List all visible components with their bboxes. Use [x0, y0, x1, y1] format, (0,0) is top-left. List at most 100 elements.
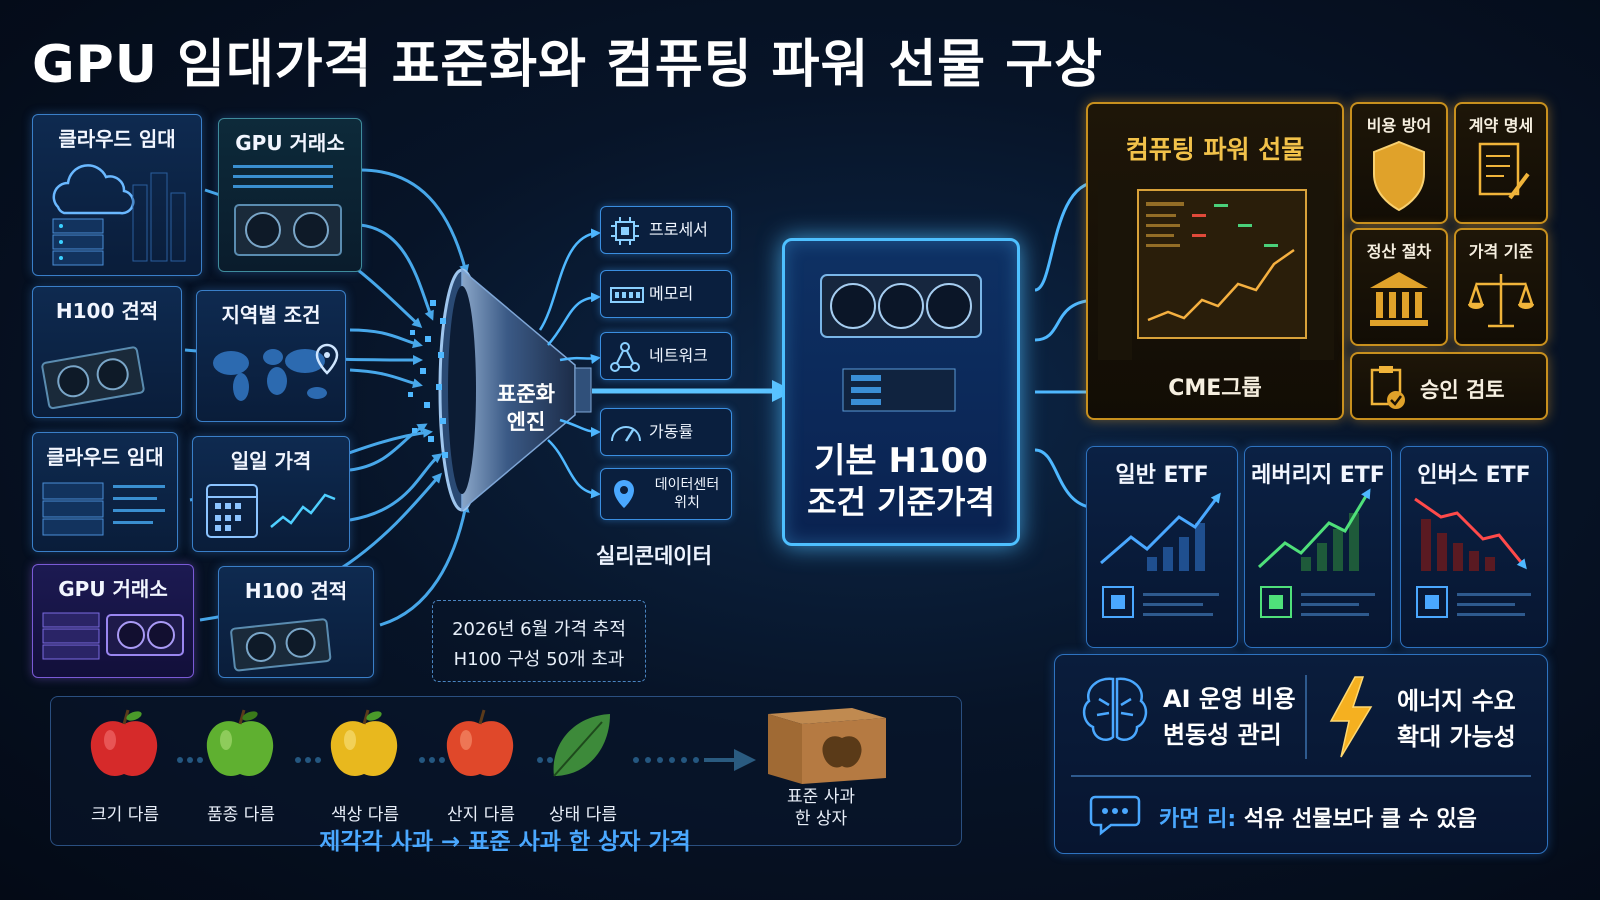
analogy-caption: 제각각 사과 → 표준 사과 한 상자 가격	[319, 829, 691, 855]
source-label: GPU 거래소	[58, 577, 168, 601]
energy-line2: 확대 가능성	[1397, 723, 1516, 751]
etf-standard: 일반 ETF	[1086, 446, 1238, 648]
gauge-icon	[611, 426, 641, 442]
apple-label: 색상 다름	[331, 805, 399, 825]
factors-caption: 실리콘데이터	[596, 544, 712, 568]
ai-line2: 변동성 관리	[1163, 721, 1282, 749]
factor-label: 네트워크	[649, 346, 708, 365]
apple-label: 산지 다름	[447, 805, 515, 825]
box-line2: 한 상자	[794, 809, 848, 829]
source-label: 클라우드 임대	[58, 127, 176, 151]
source-gpu-exchange-1: GPU 거래소	[218, 118, 362, 272]
engine-line2: 엔진	[506, 410, 546, 434]
feature-price-reference: 가격 기준	[1454, 228, 1548, 346]
yellow-apple-icon	[330, 709, 398, 776]
tracking-note: 2026년 6월 가격 추적 H100 구성 50개 초과	[432, 600, 646, 682]
trading-screen-icon	[1098, 180, 1334, 360]
apple-label: 품종 다름	[207, 805, 275, 825]
source-h100-quote-2: H100 견적	[218, 566, 374, 678]
feature-label: 정산 절차	[1366, 242, 1432, 261]
source-label: H100 견적	[55, 299, 159, 323]
source-gpu-exchange-2: GPU 거래소	[32, 564, 194, 678]
network-icon	[610, 342, 640, 372]
note-line2: H100 구성 50개 초과	[453, 649, 625, 670]
gpu-server-icon	[42, 612, 184, 660]
world-map-pin-icon	[213, 343, 339, 401]
divider	[1071, 775, 1531, 777]
factor-network: 네트워크	[600, 332, 732, 380]
source-cloud-rental-1: 클라우드 임대	[32, 114, 202, 276]
calendar-chart-icon	[206, 484, 336, 538]
feature-contract-spec: 계약 명세	[1454, 102, 1548, 224]
scales-icon	[1468, 274, 1534, 328]
benchmark-line1: 기본 H100	[814, 441, 988, 481]
etf-inverse: 인버스 ETF	[1400, 446, 1548, 648]
source-daily-price: 일일 가격	[192, 436, 350, 552]
source-label: GPU 거래소	[235, 131, 345, 155]
quote-text: 카먼 리: 석유 선물보다 클 수 있음	[1159, 801, 1477, 833]
energy-text: 에너지 수요 확대 가능성	[1397, 683, 1516, 755]
divider	[1305, 675, 1307, 759]
energy-line1: 에너지 수요	[1397, 687, 1516, 715]
chat-bubble-icon	[1089, 795, 1141, 836]
apple-label: 크기 다름	[91, 805, 159, 825]
factor-datacenter-location: 데이터센터 위치	[600, 468, 732, 520]
brain-icon	[1082, 677, 1148, 741]
source-label: H100 견적	[244, 579, 348, 603]
box-line1: 표준 사과	[787, 787, 855, 807]
benchmark-line2: 조건 기준가격	[807, 483, 995, 521]
ai-line1: AI 운영 비용	[1163, 685, 1296, 713]
green-apple-icon	[206, 709, 274, 776]
etf-label: 일반 ETF	[1115, 463, 1209, 488]
factor-processor: 프로세서	[600, 206, 732, 254]
strong-uptrend-chart-icon	[1257, 488, 1375, 618]
source-label: 지역별 조건	[221, 303, 321, 327]
etf-label: 인버스 ETF	[1417, 463, 1531, 488]
feature-settlement: 정산 절차	[1350, 228, 1448, 346]
factor-label: 가동률	[649, 422, 694, 441]
location-pin-icon	[614, 480, 634, 508]
apple-box-label: 표준 사과 한 상자	[756, 786, 886, 830]
benchmark-price-box: 기본 H100 조건 기준가격	[782, 238, 1020, 546]
uptrend-chart-icon	[1100, 492, 1221, 618]
gpu-card-icon	[41, 346, 145, 410]
source-label: 클라우드 임대	[46, 445, 164, 469]
server-rack-icon	[42, 482, 165, 536]
feature-label: 가격 기준	[1468, 242, 1534, 261]
bank-building-icon	[1370, 272, 1428, 326]
feature-cost-hedge: 비용 방어	[1350, 102, 1448, 224]
feature-label: 비용 방어	[1366, 116, 1432, 135]
source-h100-quote-1: H100 견적	[32, 286, 182, 418]
apple-label: 상태 다름	[549, 805, 617, 825]
contract-document-icon	[1478, 142, 1530, 200]
factor-utilization: 가동률	[600, 408, 732, 456]
source-regional-terms: 지역별 조건	[196, 290, 346, 422]
factor-label: 데이터센터 위치	[654, 477, 720, 511]
red-apple-icon	[90, 709, 158, 776]
approval-review: 승인 검토	[1350, 352, 1548, 420]
memory-icon	[610, 287, 644, 303]
impact-panel: AI 운영 비용 변동성 관리 에너지 수요 확대 가능성 카먼 리: 석유 선…	[1054, 654, 1548, 854]
exchange-label: CME그룹	[1168, 376, 1262, 401]
feature-label: 계약 명세	[1468, 116, 1534, 135]
quote-speaker: 카먼 리:	[1159, 807, 1237, 832]
gpu-card-icon	[820, 274, 982, 412]
downtrend-chart-icon	[1414, 497, 1531, 618]
leaf-icon	[553, 714, 610, 777]
page-title: GPU 임대가격 표준화와 컴퓨팅 파워 선물 구상	[32, 35, 1103, 95]
quote-body: 석유 선물보다 클 수 있음	[1236, 807, 1477, 832]
engine-line1: 표준화	[497, 382, 555, 406]
factor-memory: 메모리	[600, 270, 732, 318]
factor-label: 메모리	[649, 284, 694, 303]
etf-label: 레버리지 ETF	[1251, 463, 1385, 488]
gpu-card-icon	[230, 618, 332, 672]
approval-label: 승인 검토	[1420, 378, 1505, 402]
source-label: 일일 가격	[230, 449, 312, 473]
orange-red-apple-icon	[446, 709, 514, 776]
futures-title: 컴퓨팅 파워 선물	[1125, 135, 1305, 164]
lightning-icon	[1329, 676, 1373, 758]
apple-box-icon	[768, 708, 886, 784]
source-cloud-rental-2: 클라우드 임대	[32, 432, 178, 552]
clipboard-check-icon	[1370, 366, 1405, 409]
factor-label: 프로세서	[649, 220, 708, 239]
